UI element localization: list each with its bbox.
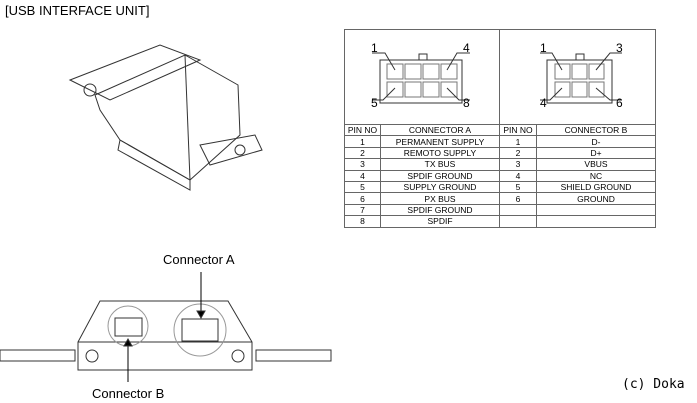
pin-b [499, 203, 537, 217]
connector-a-signal: PX BUS [380, 192, 500, 205]
page-title: [USB INTERFACE UNIT] [5, 3, 150, 18]
connector-a-label: Connector A [163, 252, 235, 267]
header-connector-b: CONNECTOR B [536, 123, 656, 137]
connector-a-signal: SPDIF [380, 215, 500, 228]
pin-a: 6 [344, 192, 381, 205]
pin-a: 8 [344, 215, 381, 228]
svg-text:4: 4 [463, 41, 470, 55]
svg-text:1: 1 [540, 41, 547, 55]
header-pin-no-b: PIN NO [499, 123, 537, 137]
credit-text: (c) Doka [622, 377, 685, 392]
connector-a-diagram: 1 4 5 8 [344, 29, 500, 125]
svg-text:5: 5 [371, 96, 378, 110]
svg-text:8: 8 [463, 96, 470, 110]
pin-b: 1 [499, 135, 537, 148]
connector-b-signal: VBUS [536, 158, 656, 171]
pin-a: 7 [344, 203, 381, 217]
pin-a: 1 [344, 135, 381, 148]
svg-text:3: 3 [616, 41, 623, 55]
pin-a: 3 [344, 158, 381, 171]
pin-b: 3 [499, 158, 537, 171]
connector-b-diagram: 1 3 4 6 [499, 29, 656, 125]
connector-a-signal: SPDIF GROUND [380, 203, 500, 217]
connector-b-signal [536, 203, 656, 217]
connector-a-signal: TX BUS [380, 158, 500, 171]
connector-b-signal: NC [536, 169, 656, 182]
pin-b: 5 [499, 180, 537, 194]
header-connector-a: CONNECTOR A [380, 123, 500, 137]
connector-b-signal: SHIELD GROUND [536, 180, 656, 194]
connector-b-signal: D+ [536, 146, 656, 160]
pin-a: 2 [344, 146, 381, 160]
front-unit-view [0, 272, 332, 382]
svg-text:6: 6 [616, 96, 623, 110]
pin-a: 4 [344, 169, 381, 182]
pin-a: 5 [344, 180, 381, 194]
pin-b: 6 [499, 192, 537, 205]
svg-text:4: 4 [540, 96, 547, 110]
connector-b-signal [536, 215, 656, 228]
connector-a-signal: PERMANENT SUPPLY [380, 135, 500, 148]
connector-b-signal: D- [536, 135, 656, 148]
connector-b-signal: GROUND [536, 192, 656, 205]
header-pin-no-a: PIN NO [344, 123, 381, 137]
pin-table: 1 4 5 8 1 3 4 [344, 29, 656, 228]
connector-a-signal: SUPPLY GROUND [380, 180, 500, 194]
connector-a-signal: SPDIF GROUND [380, 169, 500, 182]
svg-text:1: 1 [371, 41, 378, 55]
pin-b: 2 [499, 146, 537, 160]
connector-a-signal: REMOTO SUPPLY [380, 146, 500, 160]
table-header-row: PIN NO CONNECTOR A PIN NO CONNECTOR B [344, 123, 656, 137]
isometric-unit-view [68, 44, 263, 191]
pin-b [499, 215, 537, 228]
connector-b-label: Connector B [92, 386, 165, 401]
pin-b: 4 [499, 169, 537, 182]
